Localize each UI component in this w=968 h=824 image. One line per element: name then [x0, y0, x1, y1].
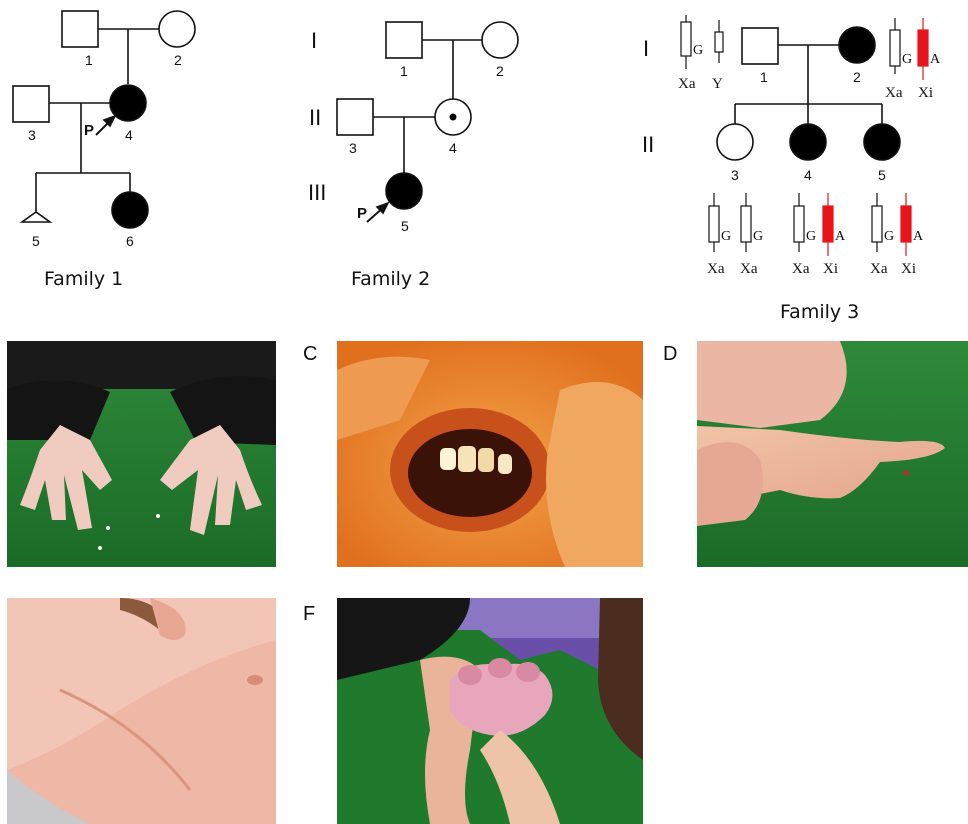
f3-II5-allele-1: G — [884, 229, 894, 244]
f1-individual-1-male — [62, 11, 98, 47]
family-2-caption: Family 2 — [351, 268, 430, 290]
f3-II3-allele-2: G — [753, 229, 763, 244]
f3-haplotype-II4 — [794, 193, 833, 256]
photo-axilla — [7, 598, 276, 824]
f3-II3-label-xa-1: Xa — [707, 261, 725, 277]
f3-I1-label-xa: Xa — [678, 76, 696, 92]
f2-label-3: 3 — [349, 140, 357, 156]
f1-label-4: 4 — [125, 127, 133, 143]
f3-haplotype-II5 — [872, 193, 911, 256]
f3-II4-allele-1: G — [806, 229, 816, 244]
f1-proband-label: P — [84, 122, 94, 139]
f3-individual-2-affected-female — [839, 27, 875, 63]
photo-open-mouth — [337, 341, 643, 567]
f1-label-6: 6 — [126, 233, 134, 249]
f3-I2-label-xa: Xa — [885, 85, 903, 101]
f3-I1-allele: G — [693, 43, 703, 58]
f3-individual-4-affected-female — [790, 124, 826, 160]
f3-label-1: 1 — [760, 69, 768, 85]
panel-f-letter: F — [303, 603, 315, 625]
f3-II3-label-xa-2: Xa — [740, 261, 758, 277]
f1-label-2: 2 — [174, 52, 182, 68]
f2-generation-III: III — [308, 180, 326, 205]
f3-generation-I: I — [643, 36, 649, 61]
f3-II5-label-xa: Xa — [870, 261, 888, 277]
f3-label-3: 3 — [731, 167, 739, 183]
f2-generation-I: I — [311, 28, 317, 53]
f3-I2-label-xi: Xi — [918, 85, 933, 101]
photo-infant-hand — [337, 598, 643, 824]
f1-label-3: 3 — [28, 127, 36, 143]
family-1-pedigree — [13, 11, 195, 228]
pedigree-area: 1 2 3 4 5 6 P Family 1 I II III 1 2 3 4 … — [0, 0, 968, 330]
f2-individual-2-female — [482, 22, 518, 58]
f3-haplotype-I1 — [681, 15, 723, 69]
f3-haplotype-I2 — [890, 18, 928, 80]
family-1-caption: Family 1 — [44, 268, 123, 290]
f2-label-1: 1 — [400, 63, 408, 79]
f3-label-4: 4 — [804, 167, 812, 183]
f2-proband-label: P — [357, 205, 367, 222]
f3-individual-3-female — [717, 124, 753, 160]
f1-individual-5-miscarriage — [22, 212, 50, 222]
f3-label-2: 2 — [853, 69, 861, 85]
family-3-pedigree — [717, 27, 900, 160]
f3-label-5: 5 — [878, 167, 886, 183]
photo-panels: C D F — [0, 330, 968, 824]
photo-hands-on-table — [7, 341, 276, 567]
family-2-pedigree — [337, 22, 518, 222]
f1-individual-6-affected-female — [112, 192, 148, 228]
f2-label-5: 5 — [401, 218, 409, 234]
f2-individual-3-male — [337, 99, 373, 135]
f3-II3-allele-1: G — [721, 229, 731, 244]
f3-I2-allele-2: A — [930, 52, 941, 67]
f2-individual-5-affected-female — [386, 173, 422, 209]
f1-individual-3-male — [13, 86, 49, 122]
f1-label-1: 1 — [85, 52, 93, 68]
f1-individual-2-female — [159, 11, 195, 47]
f2-carrier-dot — [450, 114, 457, 121]
f3-II4-allele-2: A — [835, 229, 846, 244]
f3-I2-allele-1: G — [902, 52, 912, 67]
f3-individual-5-affected-female — [864, 124, 900, 160]
f2-generation-II: II — [309, 105, 321, 130]
f3-generation-II: II — [642, 132, 654, 157]
f2-individual-1-male — [386, 22, 422, 58]
f3-II5-label-xi: Xi — [901, 261, 916, 277]
panel-d-letter: D — [663, 343, 677, 365]
f3-II4-label-xa: Xa — [792, 261, 810, 277]
f3-II5-allele-2: A — [913, 229, 924, 244]
f2-label-2: 2 — [496, 63, 504, 79]
f3-individual-1-male — [742, 28, 778, 64]
f1-label-5: 5 — [32, 233, 40, 249]
family-3-caption: Family 3 — [780, 301, 859, 323]
panel-c-letter: C — [303, 343, 317, 365]
f3-I1-label-y: Y — [712, 76, 723, 92]
f3-II4-label-xi: Xi — [823, 261, 838, 277]
photo-hand-profile — [697, 341, 968, 567]
f2-label-4: 4 — [449, 140, 457, 156]
